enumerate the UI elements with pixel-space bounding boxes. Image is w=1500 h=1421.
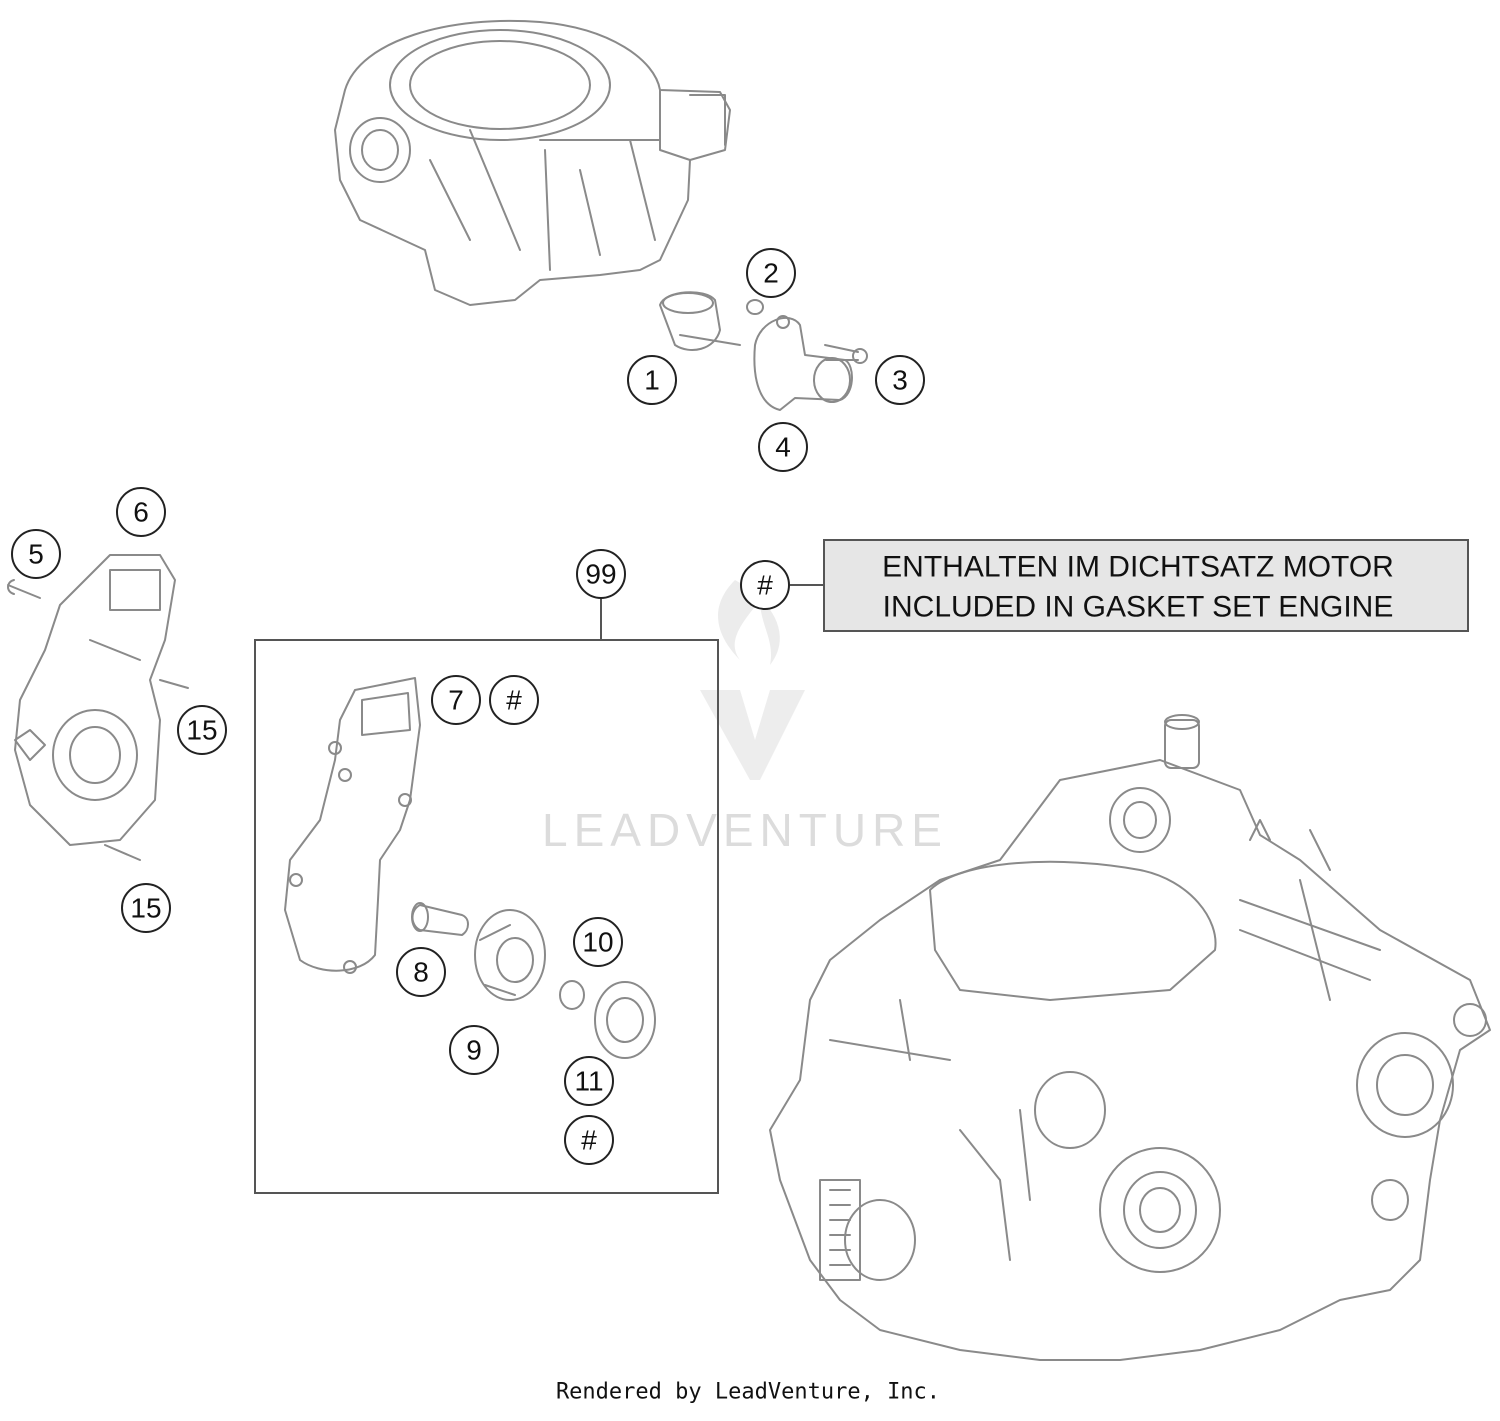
gasket-drawing: [284, 677, 421, 974]
water-pump-cover-drawing: [7, 554, 189, 861]
callout-1-label: 1: [644, 365, 660, 396]
callout-4: 4: [758, 422, 808, 472]
watermark-text: LEADVENTURE: [542, 804, 948, 856]
callout-8: 8: [396, 947, 446, 997]
callout-1: 1: [627, 355, 677, 405]
callout-5-label: 5: [28, 539, 44, 570]
kit-frame: [254, 639, 719, 1194]
callout-5: 5: [11, 529, 61, 579]
callout-9-label: 9: [466, 1035, 482, 1066]
thermostat-drawing: [659, 291, 868, 411]
callout-99-label: 99: [585, 559, 616, 590]
gasket-set-legend: ENTHALTEN IM DICHTSATZ MOTOR INCLUDED IN…: [790, 539, 1469, 632]
callout-15-lower: 15: [121, 883, 171, 933]
legend-line-de: ENTHALTEN IM DICHTSATZ MOTOR: [882, 551, 1394, 584]
callout-2-label: 2: [763, 258, 779, 289]
callout-hash-legend: #: [740, 560, 790, 610]
callout-9: 9: [449, 1025, 499, 1075]
callout-hash-7: #: [489, 675, 539, 725]
callout-hash-legend-label: #: [757, 570, 773, 601]
callout-2: 2: [746, 248, 796, 298]
callout-3-label: 3: [892, 365, 908, 396]
callout-6-label: 6: [133, 497, 149, 528]
watermark-flame-icon: [718, 580, 780, 665]
callout-15-lower-label: 15: [130, 893, 161, 924]
callout-hash-11-label: #: [581, 1125, 597, 1156]
callout-11: 11: [564, 1056, 614, 1106]
kit-99-box: [254, 598, 719, 1194]
legend-line-en: INCLUDED IN GASKET SET ENGINE: [883, 591, 1394, 624]
callout-7-label: 7: [448, 685, 464, 716]
callout-99: 99: [576, 549, 626, 599]
callout-4-label: 4: [775, 432, 791, 463]
cylinder-drawing: [334, 19, 731, 306]
callout-hash-11: #: [564, 1115, 614, 1165]
watermark: LEADVENTURE: [542, 580, 948, 856]
legend-box: [823, 539, 1469, 632]
callout-3: 3: [875, 355, 925, 405]
callout-15-upper-label: 15: [186, 715, 217, 746]
engine-crankcase-drawing: [769, 714, 1491, 1361]
impeller-parts-drawing: [411, 902, 656, 1059]
watermark-logo-icon: [700, 690, 805, 780]
callout-6: 6: [116, 487, 166, 537]
callout-7: 7: [431, 675, 481, 725]
callout-10: 10: [573, 917, 623, 967]
callout-10-label: 10: [582, 927, 613, 958]
footer-credit: Rendered by LeadVenture, Inc.: [556, 1380, 940, 1405]
callout-8-label: 8: [413, 957, 429, 988]
callout-11-label: 11: [574, 1066, 603, 1097]
callout-hash-7-label: #: [506, 685, 522, 716]
callout-15-upper: 15: [177, 705, 227, 755]
